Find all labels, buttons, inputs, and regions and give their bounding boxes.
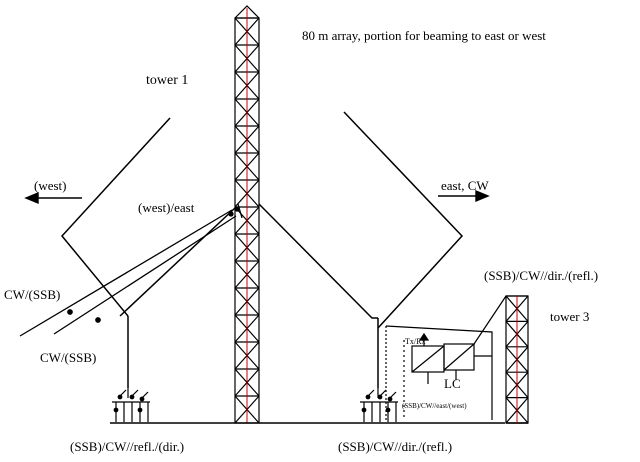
west-label: (west) — [34, 178, 67, 193]
left-switch-cluster — [112, 388, 150, 422]
tower-3-switch-label: (SSB)/CW//dir./(refl.) — [484, 268, 598, 283]
east-dipole — [258, 111, 464, 388]
lc-label: LC — [444, 376, 461, 391]
west-east-label: (west)/east — [138, 200, 195, 215]
east-arrow — [438, 189, 490, 203]
tower-3-label: tower 3 — [550, 309, 589, 324]
diagram-title: 80 m array, portion for beaming to east … — [302, 28, 546, 43]
right-switch-cluster — [360, 388, 398, 422]
tower-3-mast — [505, 295, 529, 424]
txrx-label: Tx/Rx — [405, 337, 425, 346]
feed-lines — [19, 203, 243, 337]
east-cw-label: east, CW — [441, 178, 489, 193]
bottom-right-label: (SSB)/CW//dir./(refl.) — [338, 439, 452, 454]
box-switch-label: (SSB)/CW//east/(west) — [402, 402, 467, 410]
west-arrow — [24, 191, 82, 205]
west-dipole — [61, 117, 236, 388]
lc-box — [443, 343, 475, 371]
cw-ssb-lower-label: CW/(SSB) — [40, 350, 96, 365]
cw-ssb-upper-label: CW/(SSB) — [4, 287, 60, 302]
bottom-left-label: (SSB)/CW//refl./(dir.) — [70, 439, 184, 454]
tower-1-label: tower 1 — [146, 73, 188, 88]
tower-1-mast — [234, 5, 260, 424]
shack-box — [385, 295, 507, 420]
